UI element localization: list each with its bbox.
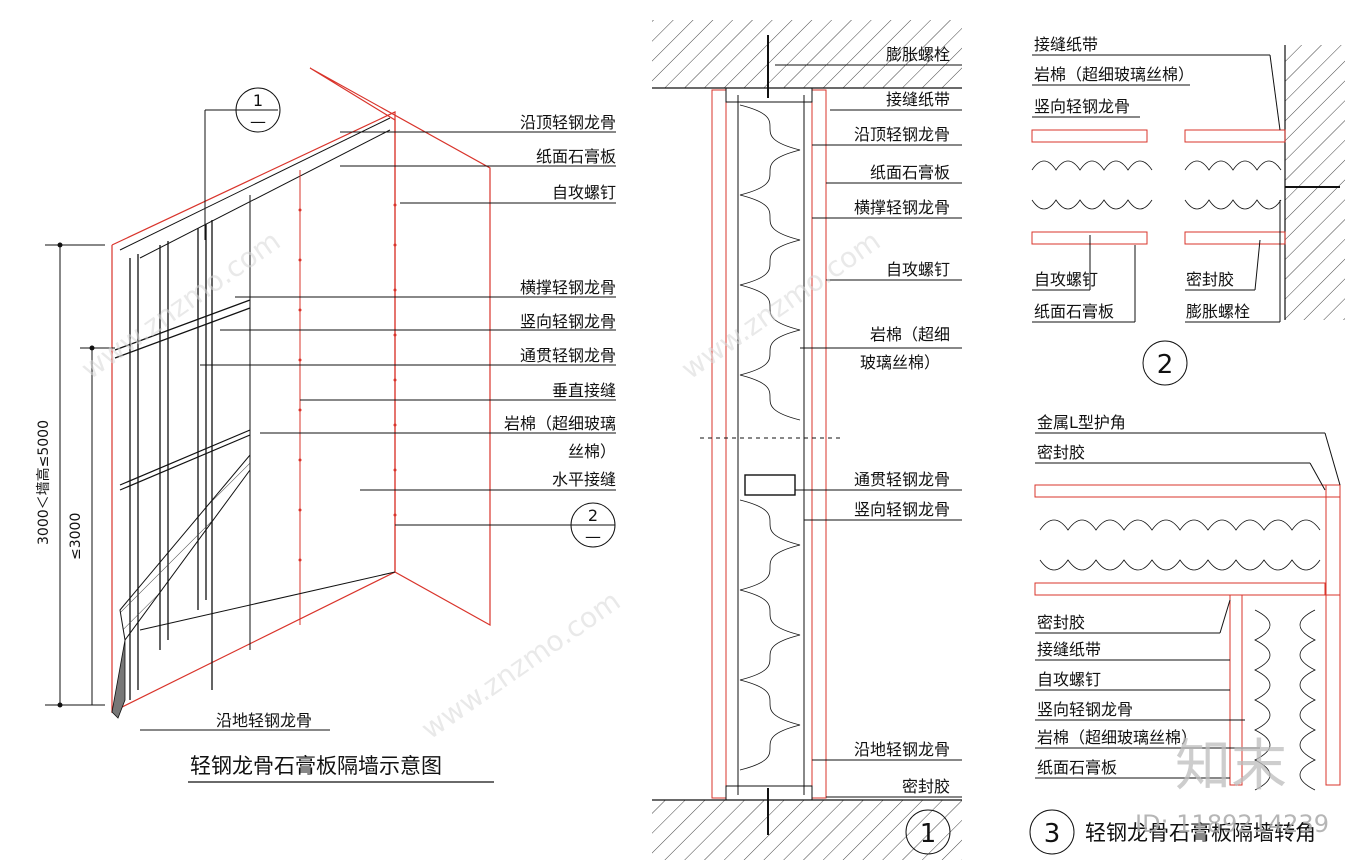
d3-label-sealant-top: 密封胶 [1037, 443, 1085, 462]
d3-label-gypsum-board: 纸面石膏板 [1037, 758, 1117, 777]
s1-label-floor-track: 沿地轻钢龙骨 [854, 740, 950, 759]
d2-label-sealant: 密封胶 [1186, 270, 1234, 289]
dim-part-label: ≤3000 [68, 513, 84, 560]
d2-label-screw: 自攻螺钉 [1034, 270, 1098, 289]
iso-label-stud: 竖向轻钢龙骨 [520, 312, 616, 331]
callout-2-top: 2 [588, 506, 598, 525]
d3-label-stud: 竖向轻钢龙骨 [1037, 700, 1133, 719]
isometric-wall-drawing: 3000＜墙高≤5000 ≤3000 1 — 2 — 沿顶轻钢龙骨 纸面石膏板 [35, 67, 616, 783]
detail-2-number: 2 [1157, 350, 1174, 380]
d3-label-sealant: 密封胶 [1037, 613, 1085, 632]
d2-label-joint-tape: 接缝纸带 [1034, 35, 1098, 54]
d3-label-l-corner: 金属L型护角 [1037, 413, 1126, 432]
dim-total-label: 3000＜墙高≤5000 [35, 420, 52, 545]
d2-label-expansion-bolt: 膨胀螺栓 [1186, 302, 1250, 321]
iso-title: 轻钢龙骨石膏板隔墙示意图 [190, 754, 442, 778]
iso-label-rockwool-1: 岩棉（超细玻璃 [504, 414, 616, 433]
d3-label-screw: 自攻螺钉 [1037, 670, 1101, 689]
watermark-site-1: www.znzmo.com [75, 224, 286, 386]
iso-label-horizontal-joint: 水平接缝 [552, 470, 616, 489]
s1-label-screw: 自攻螺钉 [886, 260, 950, 279]
s1-label-through-channel: 通贯轻钢龙骨 [854, 470, 950, 489]
d2-label-stud: 竖向轻钢龙骨 [1034, 97, 1130, 116]
d3-label-rockwool: 岩棉（超细玻璃丝棉） [1037, 728, 1197, 747]
s1-label-joint-tape: 接缝纸带 [886, 90, 950, 109]
watermark-brand: 知末 [1175, 734, 1287, 799]
iso-label-screw: 自攻螺钉 [552, 183, 616, 202]
iso-label-gypsum-board: 纸面石膏板 [536, 147, 616, 166]
callout-1-top: 1 [253, 91, 263, 110]
watermark-id: ID: 1189214239 [1135, 810, 1329, 838]
d2-label-gypsum-board: 纸面石膏板 [1034, 302, 1114, 321]
detail-3-number: 3 [1044, 819, 1061, 849]
s1-label-noggin: 横撑轻钢龙骨 [854, 198, 950, 217]
iso-label-floor-track: 沿地轻钢龙骨 [216, 711, 312, 730]
s1-label-stud: 竖向轻钢龙骨 [854, 500, 950, 519]
section-1-number: 1 [920, 819, 937, 849]
section-1-drawing: 膨胀螺栓 接缝纸带 沿顶轻钢龙骨 纸面石膏板 横撑轻钢龙骨 自攻螺钉 岩棉（超细… [652, 20, 962, 860]
s1-label-rockwool-2: 玻璃丝棉） [860, 353, 940, 372]
detail-3-drawing: 金属L型护角 密封胶 密封胶 接缝纸带 自攻螺钉 竖向轻钢龙骨 岩棉（超细玻璃丝… [1029, 413, 1341, 855]
d2-label-rockwool: 岩棉（超细玻璃丝棉） [1034, 65, 1194, 84]
callout-1-bottom: — [250, 112, 266, 131]
s1-label-expansion-bolt: 膨胀螺栓 [886, 45, 950, 64]
watermark-site-2: www.znzmo.com [415, 584, 626, 746]
iso-label-noggin: 横撑轻钢龙骨 [520, 278, 616, 297]
iso-label-through-channel: 通贯轻钢龙骨 [520, 346, 616, 365]
iso-label-top-track: 沿顶轻钢龙骨 [520, 113, 616, 132]
d3-label-joint-tape: 接缝纸带 [1037, 640, 1101, 659]
s1-label-sealant: 密封胶 [902, 777, 950, 796]
watermark-site-3: www.znzmo.com [675, 224, 886, 386]
iso-label-vertical-joint: 垂直接缝 [552, 381, 616, 400]
s1-label-rockwool-1: 岩棉（超细 [870, 325, 950, 344]
callout-2-bottom: — [585, 527, 601, 546]
detail-2-drawing: 接缝纸带 岩棉（超细玻璃丝棉） 竖向轻钢龙骨 自攻螺钉 纸面石膏板 密封胶 膨胀… [1031, 35, 1345, 386]
detail-3-title: 轻钢龙骨石膏板隔墙转角 [1085, 821, 1316, 845]
s1-label-top-track: 沿顶轻钢龙骨 [854, 125, 950, 144]
iso-label-rockwool-2: 丝棉） [568, 442, 616, 461]
s1-label-gypsum-board: 纸面石膏板 [870, 163, 950, 182]
